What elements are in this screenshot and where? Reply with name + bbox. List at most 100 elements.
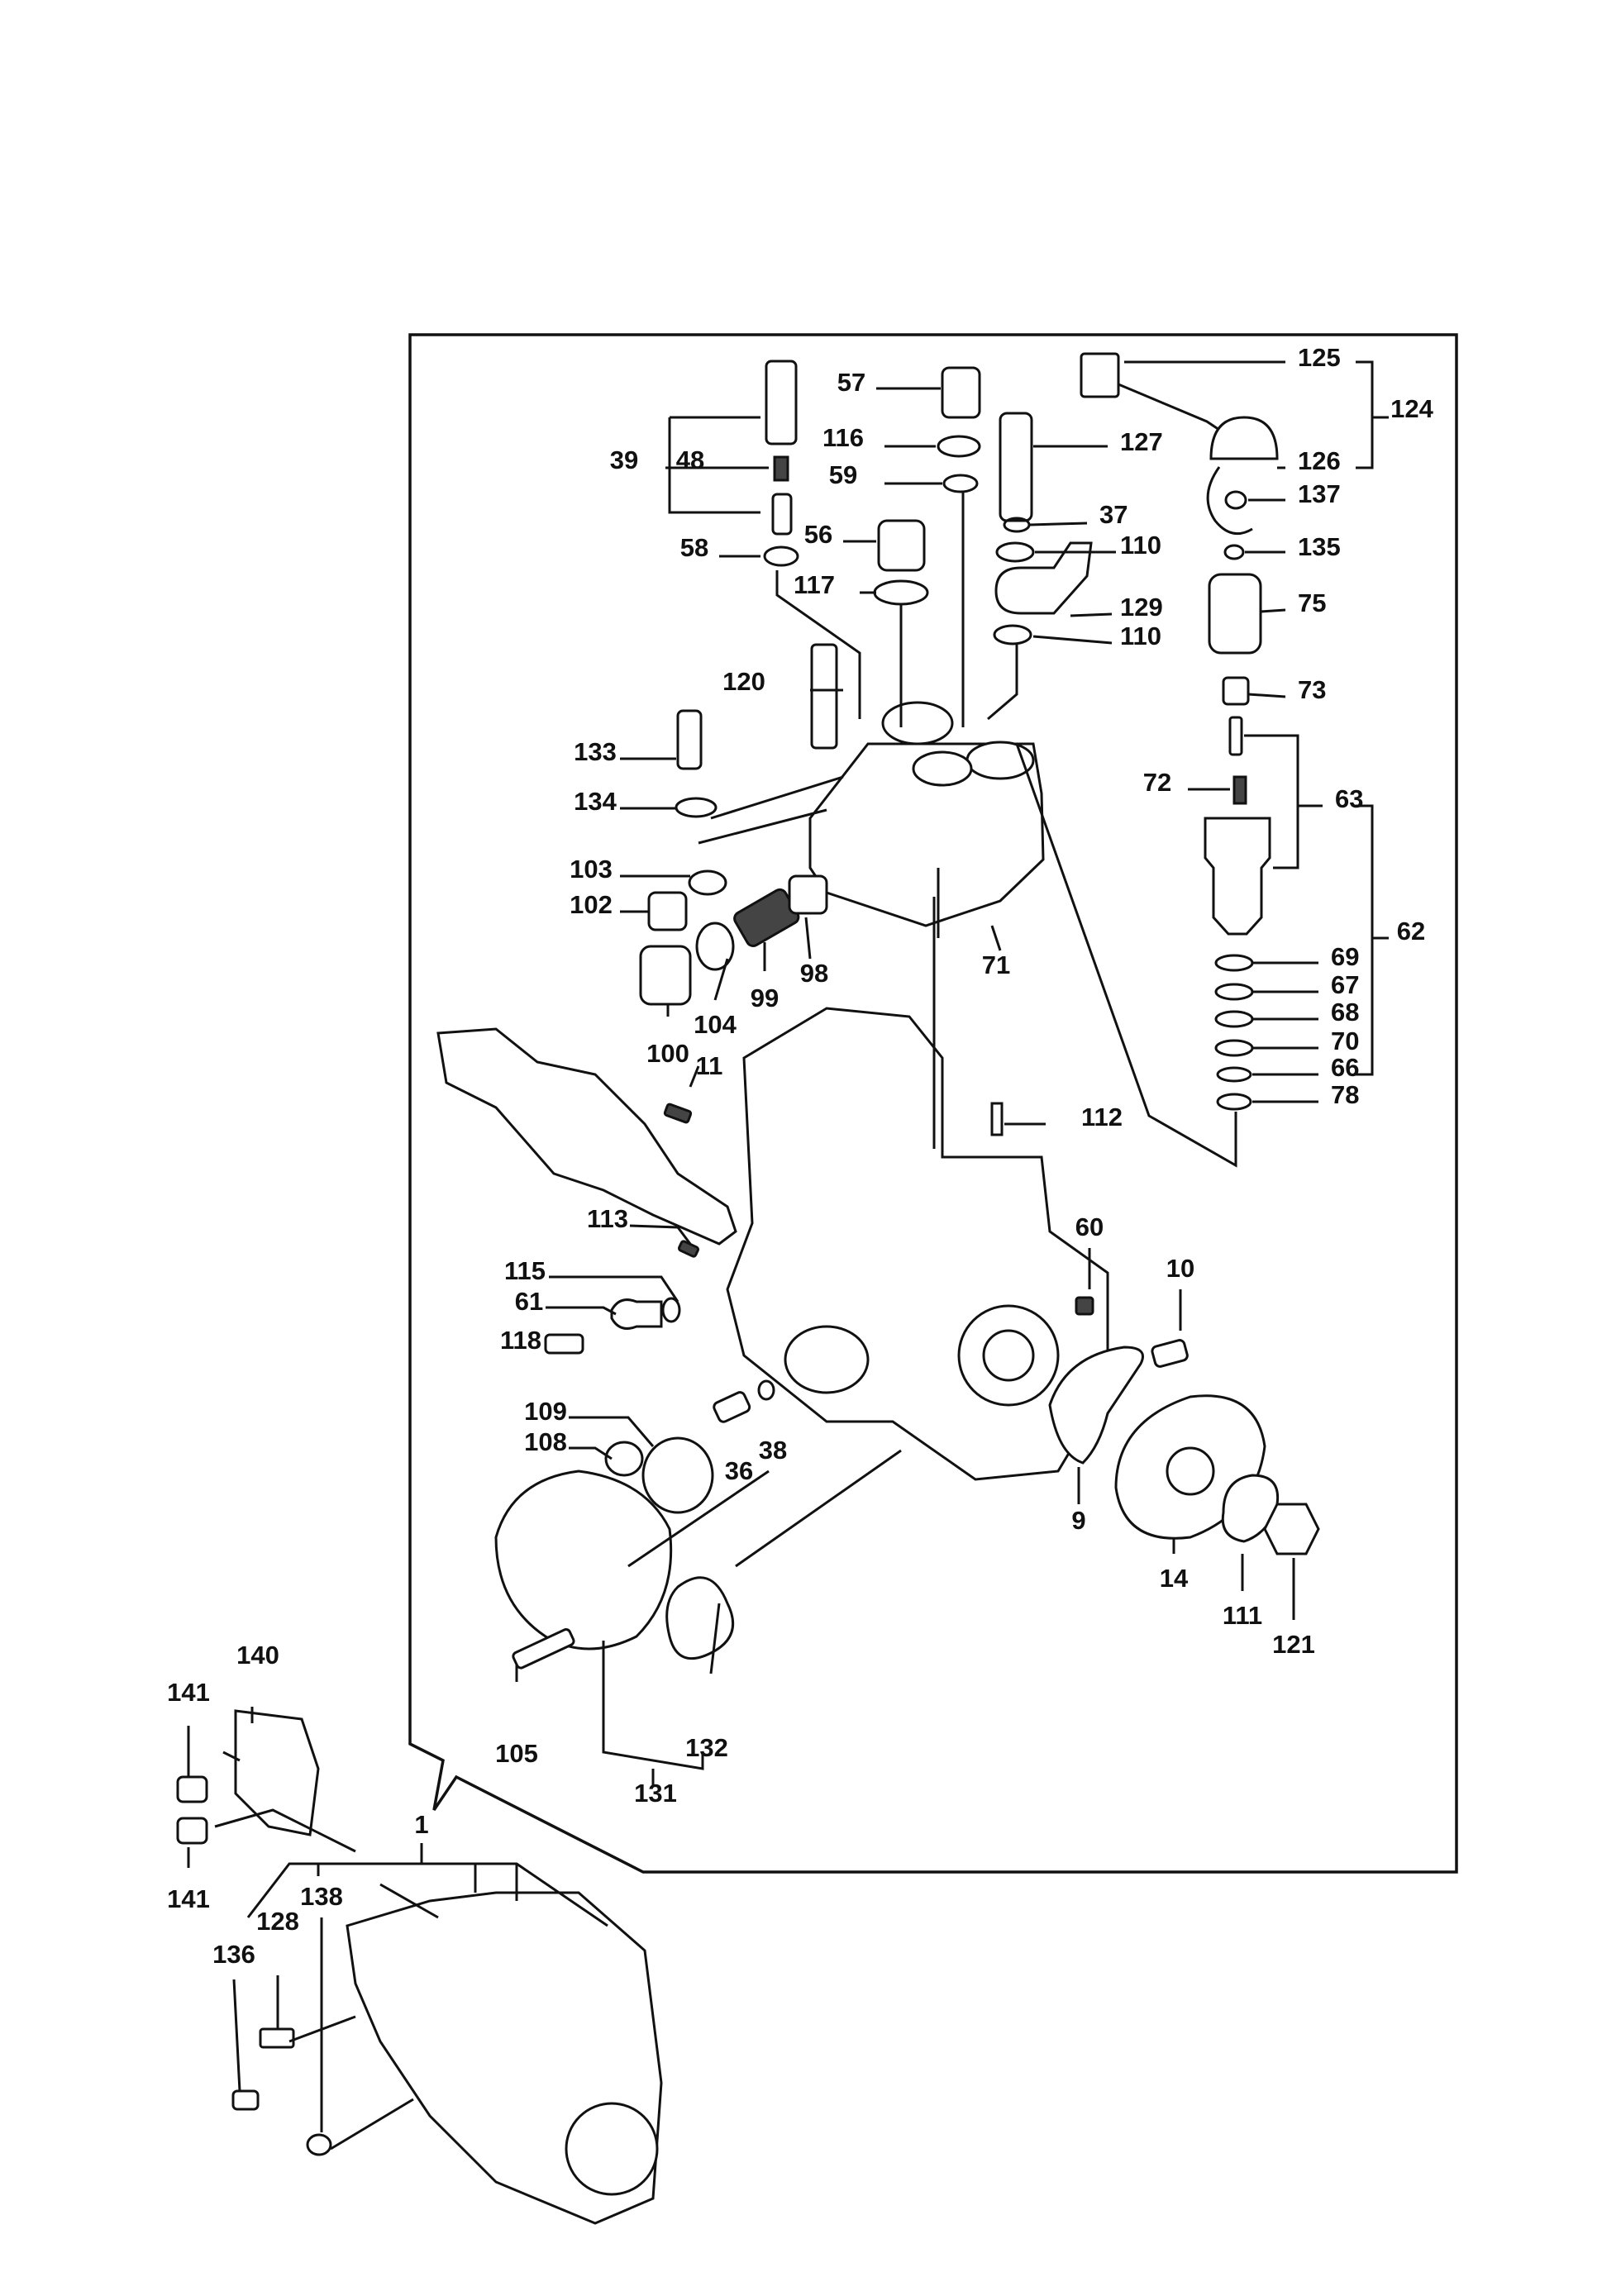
part-63-pin bbox=[1228, 716, 1243, 756]
callout-label-140: 140 bbox=[236, 1641, 279, 1670]
part-138-washer bbox=[306, 2133, 332, 2156]
part-110-washer-b bbox=[993, 624, 1032, 645]
part-132-gasket bbox=[665, 1576, 735, 1660]
part-drawings bbox=[176, 352, 1320, 2225]
callout-label-138: 138 bbox=[300, 1882, 343, 1911]
part-69-oring bbox=[1214, 954, 1254, 972]
callout-label-134: 134 bbox=[574, 787, 617, 816]
part-120-bolt bbox=[810, 643, 838, 750]
callout-label-68: 68 bbox=[1331, 998, 1359, 1027]
callout-label-127: 127 bbox=[1120, 427, 1163, 456]
part-127-bolt bbox=[999, 412, 1033, 522]
callout-label-124: 124 bbox=[1390, 394, 1433, 423]
part-14-hub-center bbox=[1166, 1446, 1215, 1496]
callout-label-36: 36 bbox=[725, 1456, 753, 1485]
callout-label-115: 115 bbox=[504, 1256, 546, 1285]
callout-label-58: 58 bbox=[680, 533, 708, 562]
part-wire-loop bbox=[1206, 466, 1253, 536]
callout-label-69: 69 bbox=[1331, 942, 1359, 971]
part-39-holder bbox=[765, 360, 798, 445]
callout-label-136: 136 bbox=[212, 1940, 255, 1969]
part-59-washer bbox=[942, 474, 979, 493]
callout-label-72: 72 bbox=[1143, 768, 1171, 797]
callout-label-135: 135 bbox=[1298, 532, 1341, 561]
part-109-oring bbox=[641, 1436, 714, 1514]
part-141-bolt-b bbox=[176, 1817, 208, 1845]
part-36-screw bbox=[713, 1391, 751, 1423]
part-135-washer bbox=[1223, 544, 1245, 560]
part-56-plug bbox=[877, 519, 926, 572]
part-137-nut bbox=[1224, 490, 1247, 510]
part-9-plate bbox=[1048, 1346, 1144, 1465]
part-131-feedpump bbox=[494, 1470, 673, 1651]
callout-label-73: 73 bbox=[1298, 675, 1326, 704]
part-121-nut bbox=[1263, 1503, 1320, 1555]
callout-label-137: 137 bbox=[1298, 479, 1341, 508]
part-115-oring bbox=[661, 1297, 681, 1323]
part-58-washer bbox=[763, 545, 799, 567]
callout-label-110a: 110 bbox=[1120, 531, 1161, 560]
callout-label-118: 118 bbox=[500, 1326, 541, 1355]
part-98-piston bbox=[788, 874, 828, 915]
callout-label-98: 98 bbox=[800, 959, 828, 988]
part-102-plug bbox=[647, 891, 688, 931]
callout-label-126: 126 bbox=[1298, 446, 1341, 475]
callout-label-9: 9 bbox=[1071, 1506, 1085, 1535]
callout-label-57: 57 bbox=[837, 368, 865, 397]
callout-label-100: 100 bbox=[646, 1039, 689, 1068]
callout-label-104: 104 bbox=[694, 1010, 737, 1039]
callout-label-62: 62 bbox=[1397, 917, 1425, 946]
part-75-solenoid bbox=[1208, 573, 1262, 655]
part-112-pin bbox=[990, 1102, 1004, 1136]
part-118-bolt bbox=[544, 1333, 584, 1355]
callout-label-37: 37 bbox=[1099, 500, 1128, 529]
callout-label-99: 99 bbox=[751, 984, 779, 1012]
callout-label-63: 63 bbox=[1335, 784, 1363, 813]
callout-label-116: 116 bbox=[822, 423, 864, 452]
part-133-fitting bbox=[676, 709, 703, 770]
callout-label-14: 14 bbox=[1160, 1564, 1189, 1593]
part-134-washer bbox=[675, 797, 718, 818]
part-driveshaft bbox=[436, 1027, 737, 1246]
callout-label-121: 121 bbox=[1272, 1630, 1315, 1659]
callout-label-60: 60 bbox=[1075, 1212, 1104, 1241]
part-71-bore-c bbox=[912, 750, 973, 787]
part-10-screw bbox=[1151, 1339, 1189, 1368]
part-70-oring bbox=[1214, 1039, 1254, 1057]
part-73-plunger bbox=[1222, 676, 1250, 706]
part-103-washer bbox=[688, 869, 727, 896]
part-113-pin bbox=[677, 1240, 700, 1258]
part-39-valve bbox=[771, 493, 793, 536]
part-1-front-hub bbox=[565, 2102, 659, 2196]
part-60-plug bbox=[1075, 1296, 1094, 1316]
part-129-banjo bbox=[994, 541, 1093, 615]
callout-label-56: 56 bbox=[804, 520, 832, 549]
part-38-oring bbox=[757, 1379, 775, 1401]
callout-label-117: 117 bbox=[794, 570, 835, 599]
callout-label-59: 59 bbox=[829, 460, 857, 489]
callout-label-110b: 110 bbox=[1120, 622, 1161, 650]
callout-label-1: 1 bbox=[414, 1810, 428, 1839]
part-110-washer-a bbox=[995, 541, 1035, 563]
callout-label-71: 71 bbox=[982, 950, 1010, 979]
callout-label-38: 38 bbox=[759, 1436, 787, 1465]
part-104-oring bbox=[695, 922, 735, 971]
leader-lines bbox=[187, 360, 1389, 2151]
part-housing-bore-inner bbox=[982, 1329, 1035, 1382]
part-48-spring bbox=[773, 455, 789, 482]
callout-label-125: 125 bbox=[1298, 343, 1341, 372]
callout-label-102: 102 bbox=[570, 890, 613, 919]
part-61-flange bbox=[610, 1298, 663, 1330]
callout-label-129: 129 bbox=[1120, 593, 1163, 622]
callout-frame bbox=[408, 333, 1458, 1874]
callout-label-133: 133 bbox=[574, 737, 617, 766]
callout-label-141a: 141 bbox=[167, 1678, 210, 1707]
part-62-body bbox=[1204, 817, 1271, 936]
part-57-plug bbox=[941, 366, 981, 419]
part-136-bolt bbox=[231, 2089, 260, 2111]
callout-label-48: 48 bbox=[676, 445, 704, 474]
part-108-oring bbox=[604, 1441, 644, 1477]
callout-label-11: 11 bbox=[696, 1051, 723, 1080]
